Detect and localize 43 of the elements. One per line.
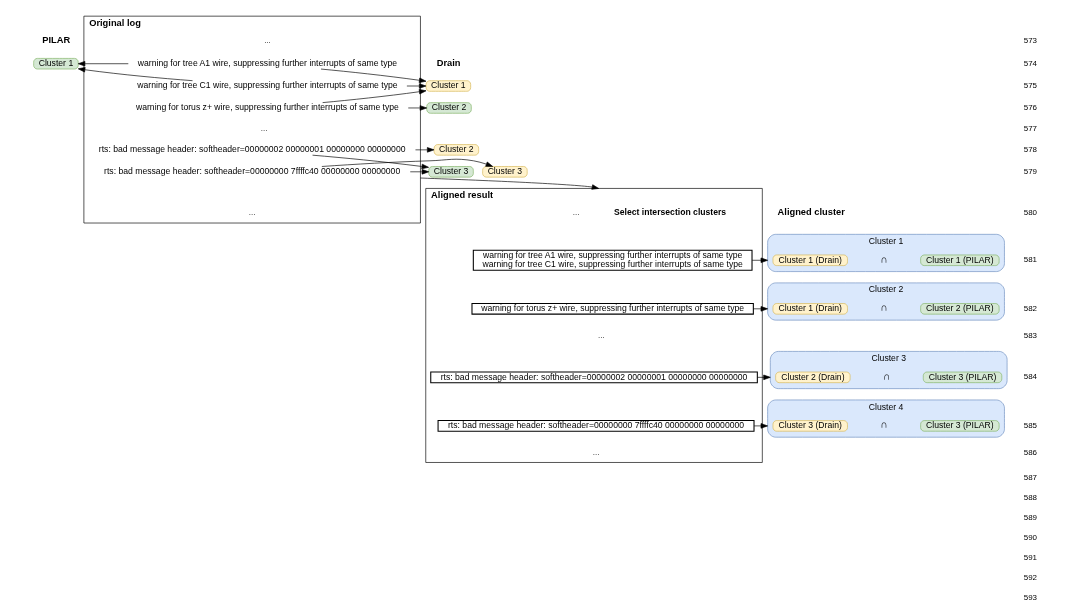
label: PILAR [41,34,70,45]
arrow [320,68,426,83]
arrow [321,158,493,167]
label: ∩ [879,301,888,314]
node-box: Cluster 1 [425,80,471,92]
arrow [409,169,429,175]
node-box: rts: bad message header: softheader=00000002 00000001 00000000 00000000 [429,371,758,384]
node-box: Cluster 2 (PILAR) [919,303,999,315]
node-box: Cluster 3 (PILAR) [919,420,999,432]
node-box: rts: bad message header: softheader=00000000 7ffffc40 00000000 00000000 [437,420,755,432]
arrow [406,83,426,89]
node-box: Cluster 2 [433,144,479,156]
node-box: Cluster 3 [427,166,474,178]
arrow [311,154,429,170]
node-box: Cluster 1 [32,58,79,70]
arrow [414,147,434,153]
node-box: Cluster 1 (Drain) [772,254,848,266]
node-box: Cluster 3 (PILAR) [922,371,1002,383]
node-box: Cluster 2 [425,102,472,114]
arrow [419,177,599,190]
label: ∩ [879,418,888,431]
arrow [77,67,193,81]
arrow [407,105,427,111]
label: Aligned cluster [777,207,845,218]
node-box: Cluster 1 (Drain) [772,303,848,315]
node-box: Cluster 3 [481,166,528,178]
arrow [321,89,426,103]
arrow [753,423,768,429]
node-box: Cluster 1 (PILAR) [919,254,999,266]
label: ∩ [882,369,891,382]
node-text: warning for tree C1 wire, suppressing further interrupts of same type [136,80,398,91]
node-text: rts: bad message header: softheader=00000000 7ffffc40 00000000 00000000 [103,166,400,177]
edge-label: Select intersection clusters [613,206,726,217]
label: ∩ [879,252,888,265]
arrow [77,61,129,67]
label: Drain [436,57,460,68]
node-text: rts: bad message header: softheader=00000002 00000001 00000000 00000000 [98,144,405,155]
node-box: Cluster 2 (Drain) [774,371,850,383]
node-box: warning for tree A1 wire, suppressing further interrupts of same type warning for tree C1 wire, suppressing further interrupts of same type [472,249,753,271]
node-text: warning for tree A1 wire, suppressing further interrupts of same type [137,57,397,68]
node-text: warning for torus z+ wire, suppressing further interrupts of same type [135,102,399,113]
node-box: Cluster 3 (Drain) [772,420,848,432]
node-box: warning for torus z+ wire, suppressing further interrupts of same type [470,303,754,315]
